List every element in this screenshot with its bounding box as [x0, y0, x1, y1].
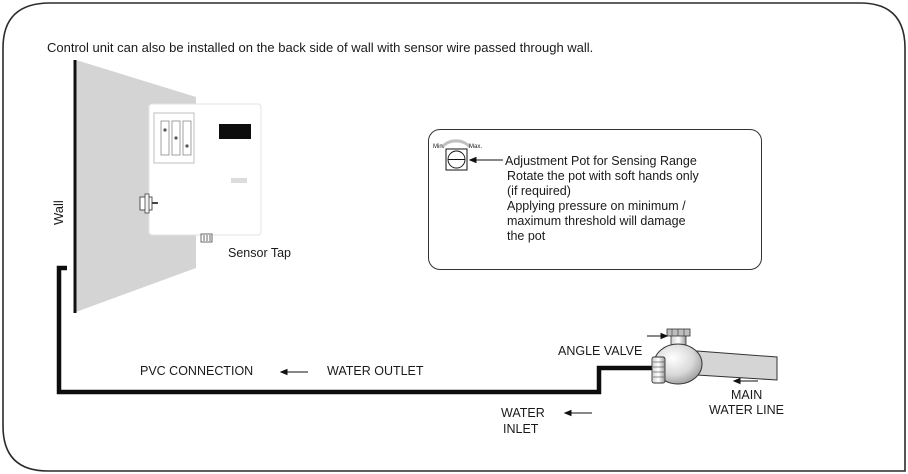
angle-valve-arrow-icon	[647, 332, 669, 340]
pot-note-line: (if required)	[507, 184, 571, 198]
outlet-pipe	[56, 265, 652, 395]
adjustment-pot-icon	[440, 139, 472, 171]
pvc-connection-label: PVC CONNECTION	[140, 364, 254, 378]
pot-note-line: maximum threshold will damage	[507, 214, 686, 228]
main-water-line-label-line2: WATER LINE	[709, 403, 785, 417]
main-water-line-label-line1: MAIN	[731, 388, 763, 402]
display-window	[219, 124, 251, 139]
pot-note-box	[428, 129, 762, 270]
pvc-arrow-icon	[279, 368, 308, 376]
pot-min-label: Min.	[433, 144, 445, 150]
installation-caption: Control unit can also be installed on th…	[47, 40, 594, 55]
pot-note-text: Adjustment Pot for Sensing Range Rotate …	[505, 154, 699, 244]
water-inlet-label-line2: INLET	[503, 422, 539, 436]
side-fitting	[139, 193, 158, 214]
main-water-line-pipe	[696, 350, 778, 381]
pot-max-label: Max.	[469, 144, 483, 150]
angle-valve	[651, 328, 703, 385]
pot-note-line: Applying pressure on minimum /	[507, 199, 686, 213]
pot-note-line: Rotate the pot with soft hands only	[507, 169, 699, 183]
water-inlet-label-line1: WATER	[501, 406, 545, 420]
pot-note-line: the pot	[507, 229, 546, 243]
water-outlet-label: WATER OUTLET	[327, 364, 424, 378]
main-line-arrow-icon	[732, 377, 758, 385]
pot-pointer-arrow-icon	[468, 156, 503, 164]
angle-valve-label: ANGLE VALVE	[558, 344, 643, 358]
water-inlet-arrow-icon	[563, 409, 592, 417]
wall-label: Wall	[51, 200, 66, 225]
pot-note-line: Adjustment Pot for Sensing Range	[505, 154, 697, 168]
control-unit	[148, 103, 262, 243]
sensor-tap-label: Sensor Tap	[228, 246, 292, 260]
